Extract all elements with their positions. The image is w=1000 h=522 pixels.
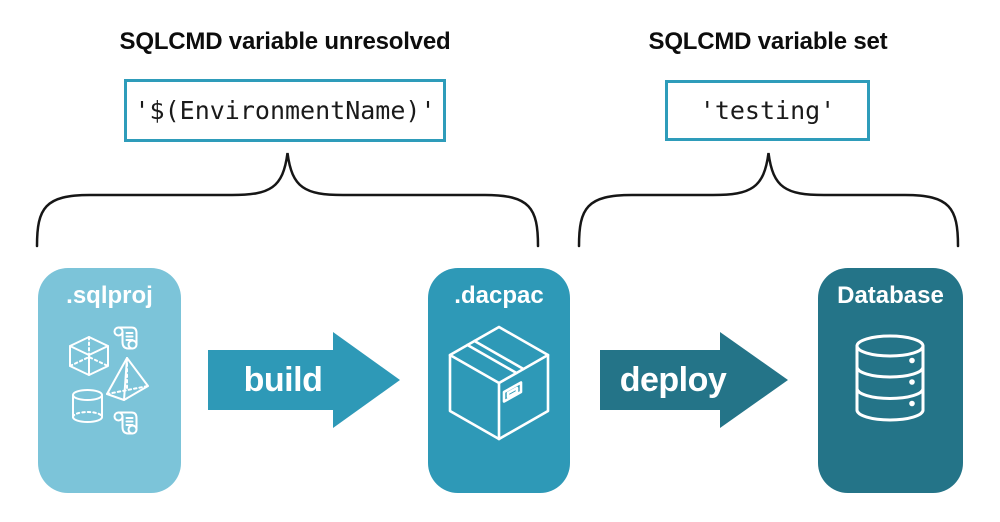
code-box-environment-name: '$(EnvironmentName)': [124, 79, 446, 142]
card-database: Database: [818, 268, 963, 493]
card-dacpac-label: .dacpac: [454, 282, 544, 309]
deploy-arrow-label: deploy: [619, 360, 727, 399]
database-cylinder-icon: [855, 334, 925, 422]
code-box-testing: 'testing': [665, 80, 870, 141]
right-brace: [577, 152, 960, 248]
heading-variable-set: SQLCMD variable set: [648, 28, 888, 55]
build-arrow: [208, 332, 400, 428]
code-value-unresolved: '$(EnvironmentName)': [134, 96, 436, 125]
cube-icon: [69, 336, 109, 376]
card-sqlproj-label: .sqlproj: [66, 282, 153, 309]
deploy-arrow: [600, 332, 788, 428]
cylinder-icon: [72, 389, 103, 423]
code-value-set: 'testing': [699, 96, 836, 125]
card-sqlproj: .sqlproj: [38, 268, 181, 493]
build-arrow-label: build: [243, 360, 323, 399]
package-box-icon: [448, 325, 550, 441]
card-database-label: Database: [837, 282, 944, 309]
pyramid-icon: [106, 357, 149, 401]
script-scroll-icon: [113, 411, 138, 435]
left-brace: [35, 152, 540, 248]
sql-objects-icons: [69, 326, 149, 435]
card-dacpac: .dacpac: [428, 268, 570, 493]
heading-variable-unresolved: SQLCMD variable unresolved: [119, 28, 451, 55]
script-scroll-icon: [113, 326, 138, 350]
